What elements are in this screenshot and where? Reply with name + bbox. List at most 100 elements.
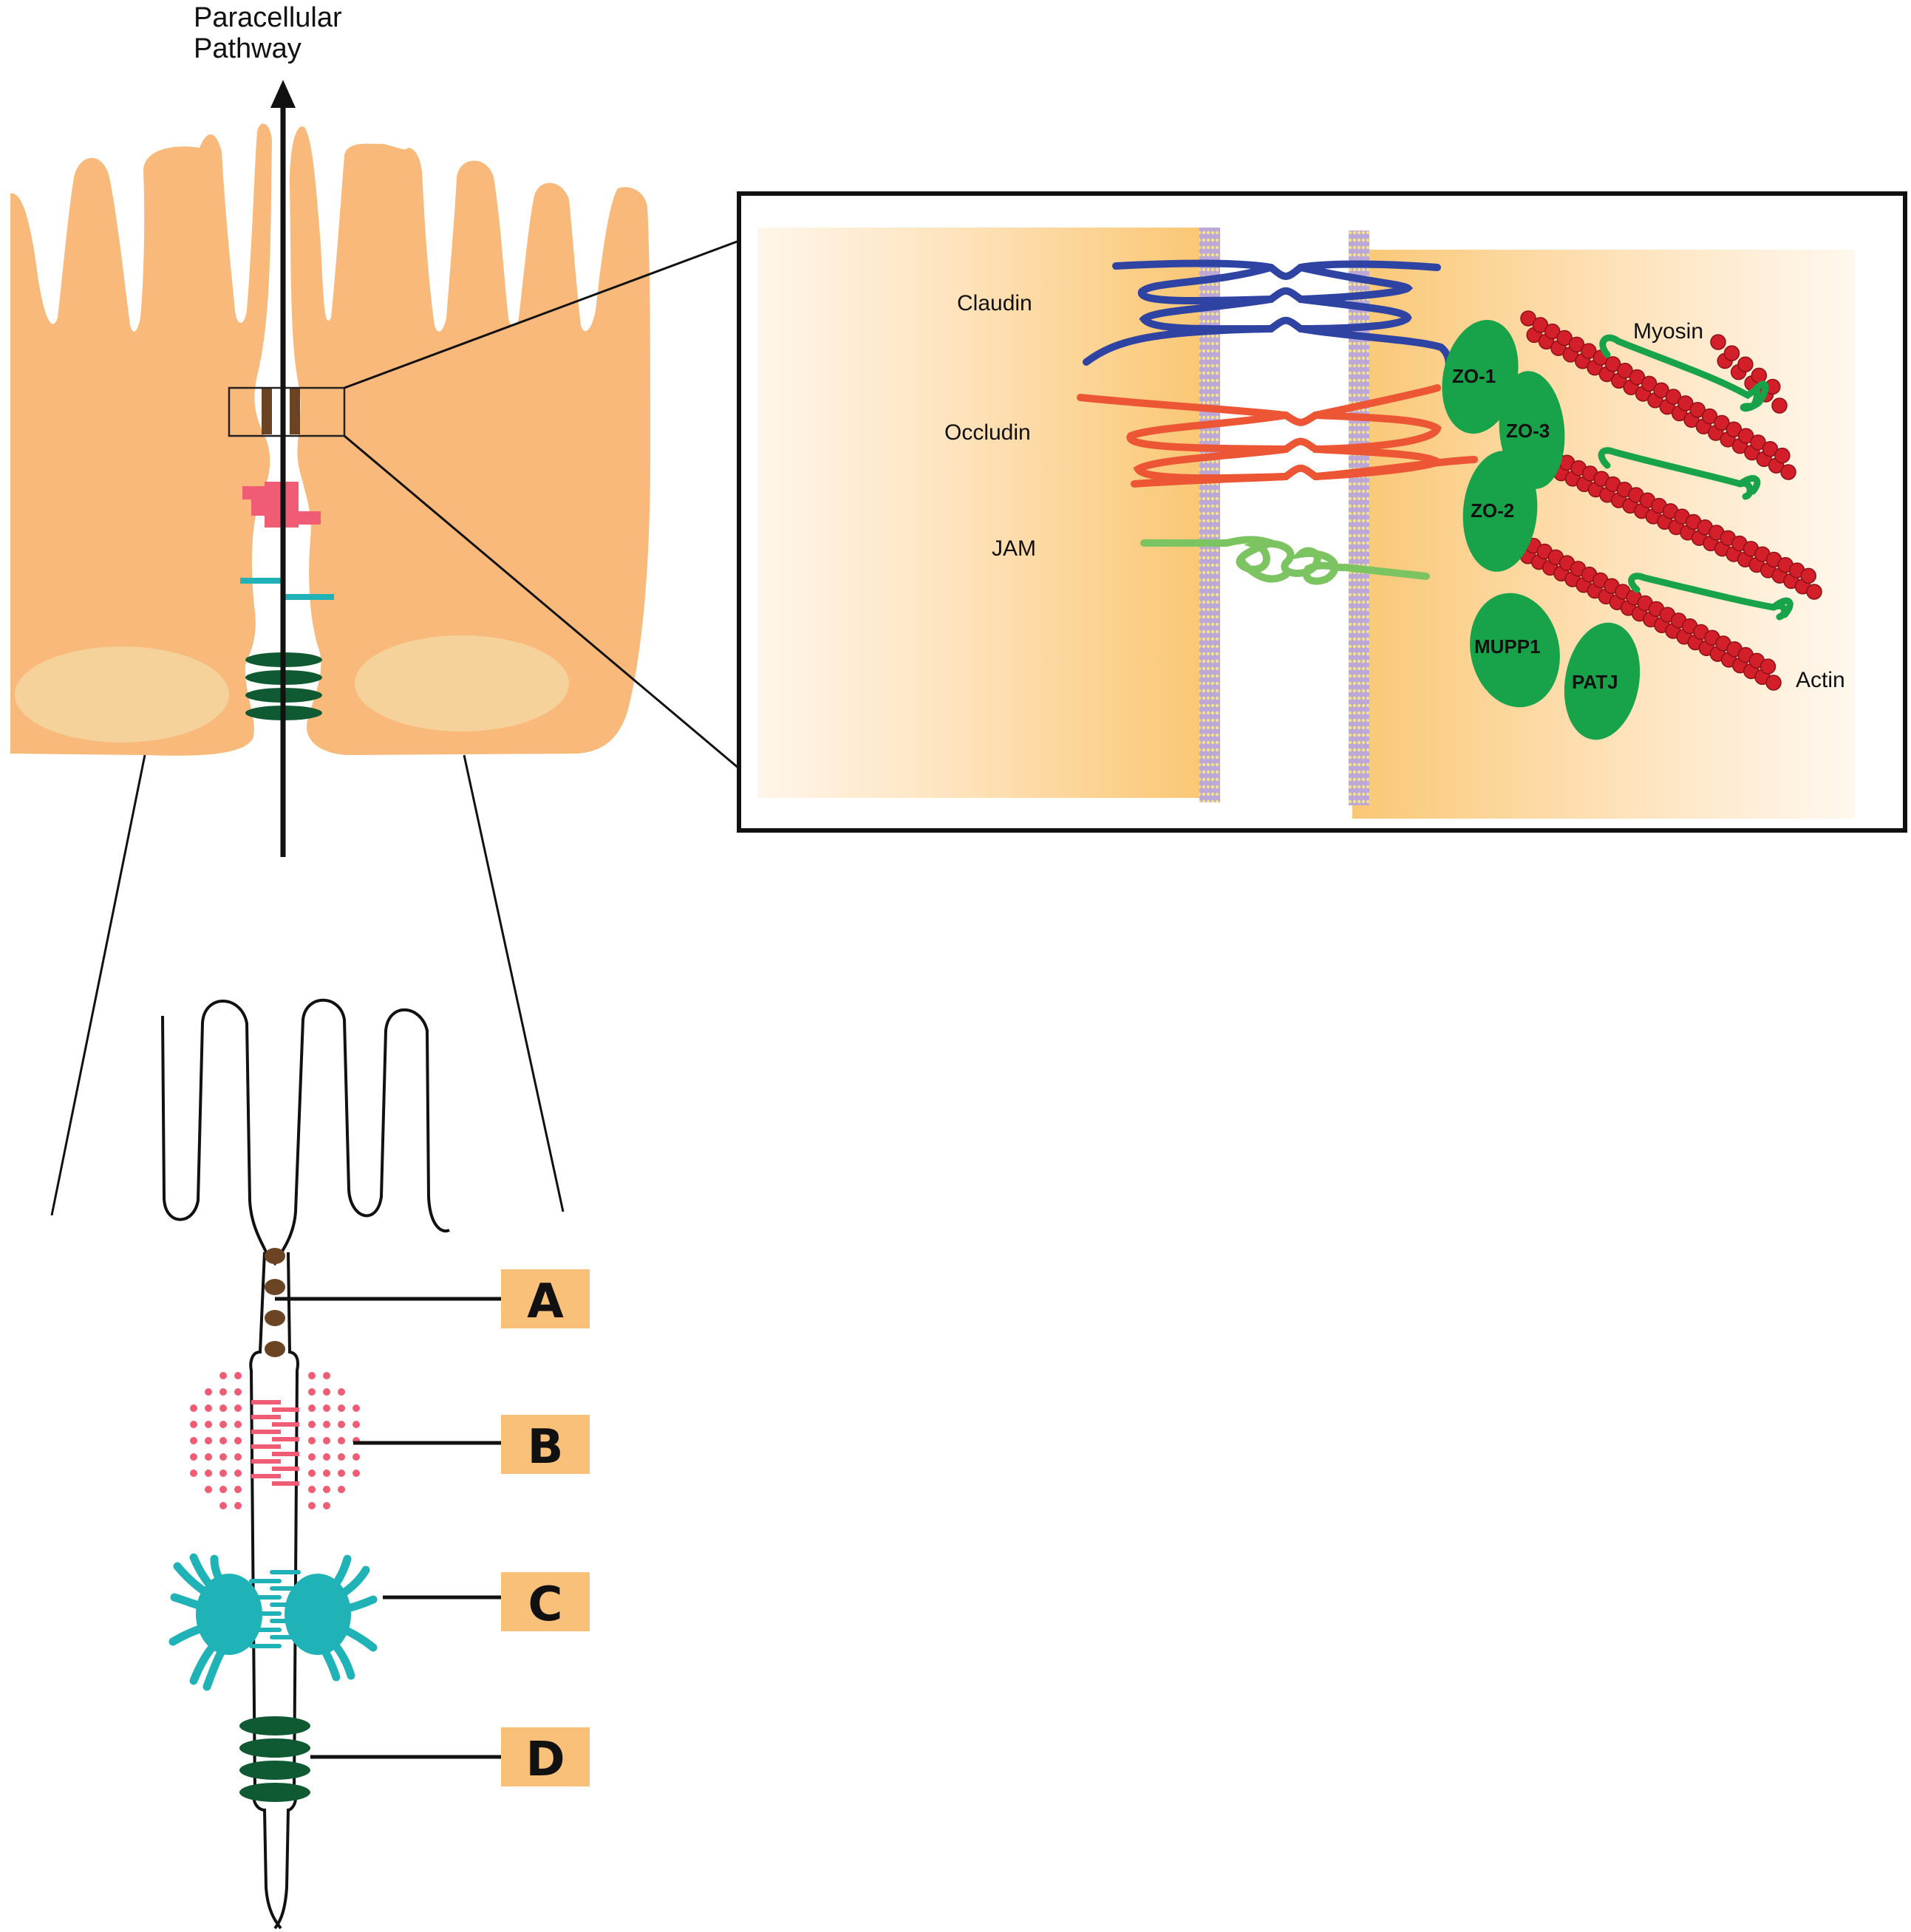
pathway-label-line1: Paracellular <box>194 2 342 33</box>
adherens-dot <box>338 1388 345 1396</box>
adherens-dot <box>190 1421 197 1428</box>
adherens-dot <box>234 1453 242 1461</box>
actin-bead <box>1677 395 1694 412</box>
actin-bead <box>1701 408 1718 425</box>
adherens-dot <box>308 1372 316 1379</box>
leader-lines <box>275 1297 501 1759</box>
occludin-strands <box>1077 384 1478 488</box>
adherens-dot <box>205 1453 212 1461</box>
mupp1-ellipse <box>1470 593 1560 708</box>
actin-bead <box>1726 421 1743 437</box>
left-epithelial-cell <box>10 123 272 756</box>
junction-schematic: A B C D <box>161 998 590 1930</box>
adherens-dot <box>352 1470 360 1477</box>
inset-panel: Claudin Occludin JAM Myosin Actin ZO-1 Z… <box>737 191 1907 833</box>
adherens-dot <box>205 1388 212 1396</box>
adherens-dot <box>234 1502 242 1509</box>
tight-junction-left-bar <box>262 388 272 434</box>
myosin-filaments <box>1598 334 1794 621</box>
label-a-text: A <box>527 1274 564 1329</box>
actin-bead <box>1629 369 1646 386</box>
adherens-junction <box>190 1372 360 1509</box>
mupp1-label: MUPP1 <box>1474 635 1541 658</box>
actin-bead <box>1765 675 1782 691</box>
actin-bead <box>1762 440 1779 457</box>
desmosome-upper <box>240 578 334 600</box>
desmosome-cadherins <box>249 1570 301 1648</box>
adherens-dot <box>219 1470 227 1477</box>
zo3-label: ZO-3 <box>1506 420 1550 442</box>
adherens-dot <box>323 1470 330 1477</box>
adherens-dot <box>323 1372 330 1379</box>
adherens-dot <box>323 1502 330 1509</box>
gap-junction <box>239 1716 310 1802</box>
adherens-dot <box>323 1388 330 1396</box>
adherens-dot <box>234 1421 242 1428</box>
zo1-label: ZO-1 <box>1452 365 1496 387</box>
adherens-dot <box>219 1388 227 1396</box>
actin-bead <box>1617 362 1633 379</box>
adherens-dot <box>308 1388 316 1396</box>
actin-bead <box>1774 447 1791 464</box>
label-c-text: C <box>528 1577 563 1632</box>
claudin-label: Claudin <box>957 291 1032 315</box>
junction-label-d: D <box>501 1727 590 1787</box>
adherens-dot <box>190 1437 197 1444</box>
actin-bead <box>1723 345 1740 361</box>
adherens-dot <box>219 1404 227 1412</box>
adherens-dot <box>190 1404 197 1412</box>
actin-bead <box>1568 336 1585 353</box>
actin-filaments <box>1514 310 1822 691</box>
actin-bead <box>1581 343 1597 359</box>
adherens-dot <box>338 1404 345 1412</box>
desmosome-plaques <box>196 1574 351 1655</box>
epithelial-cells <box>10 123 650 756</box>
adherens-dot <box>219 1421 227 1428</box>
adherens-dot <box>205 1486 212 1493</box>
adherens-dot <box>205 1404 212 1412</box>
membrane-right <box>1349 231 1369 805</box>
junction-label-c: C <box>501 1572 590 1632</box>
junction-neck <box>249 1252 282 1930</box>
adherens-dot <box>308 1502 316 1509</box>
adherens-dot <box>323 1437 330 1444</box>
tight-junction-right-bar <box>290 388 300 434</box>
patj-label: PATJ <box>1572 671 1618 693</box>
actin-bead <box>1751 367 1768 384</box>
label-d-text: D <box>525 1733 565 1787</box>
adherens-dot <box>234 1388 242 1396</box>
adherens-dot <box>308 1404 316 1412</box>
left-nucleus <box>15 646 229 743</box>
adherens-dot <box>219 1502 227 1509</box>
actin-bead <box>1544 323 1561 340</box>
right-epithelial-cell <box>290 126 650 755</box>
adherens-dot <box>308 1470 316 1477</box>
actin-bead <box>1737 428 1754 444</box>
actin-bead <box>1780 464 1796 480</box>
actin-bead <box>1714 414 1730 431</box>
adherens-dot <box>352 1404 360 1412</box>
adherens-dot <box>323 1486 330 1493</box>
adherens-dot <box>308 1437 316 1444</box>
zo2-label: ZO-2 <box>1471 499 1514 522</box>
adherens-dot <box>323 1404 330 1412</box>
actin-bead <box>1760 658 1777 675</box>
actin-bead <box>1750 434 1766 451</box>
adherens-dot <box>308 1421 316 1428</box>
occludin-label: Occludin <box>944 420 1031 445</box>
microvilli-outline <box>161 998 450 1266</box>
actin-bead <box>1641 375 1658 392</box>
adherens-dot <box>338 1437 345 1444</box>
actin-bead <box>1689 401 1706 418</box>
scaffold-proteins <box>1442 319 1641 740</box>
jam-protein <box>1140 536 1430 585</box>
pathway-label-line2: Pathway <box>194 33 302 64</box>
actin-bead <box>1800 567 1816 584</box>
actin-bead <box>1520 310 1536 327</box>
patj-ellipse <box>1564 622 1641 740</box>
adherens-dot <box>338 1453 345 1461</box>
adherens-dot <box>205 1421 212 1428</box>
adherens-dot <box>234 1404 242 1412</box>
adherens-dot <box>219 1453 227 1461</box>
